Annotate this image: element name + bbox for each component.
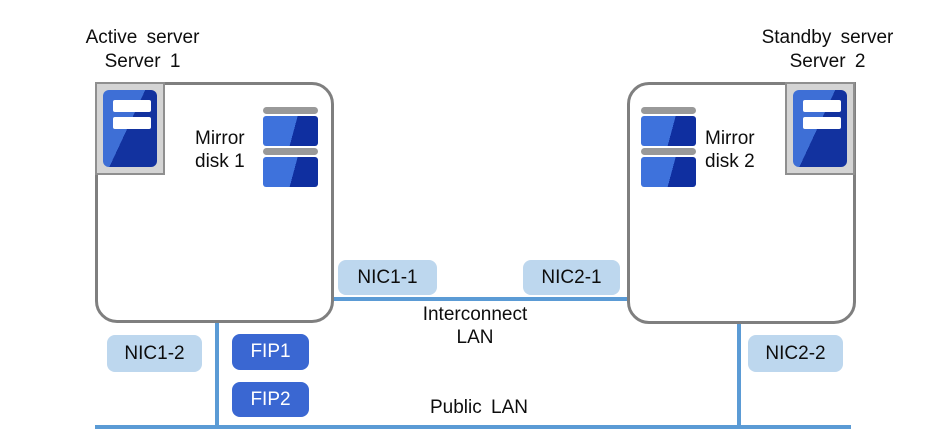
mirror-disk2-label-line1: Mirror xyxy=(705,128,755,149)
mirror-disk1-label: Mirror disk 1 xyxy=(195,127,261,173)
mirror-disk1-label-line1: Mirror xyxy=(195,128,245,149)
mirror-disk1-platter-2 xyxy=(263,157,318,187)
public-lan-line xyxy=(95,425,851,429)
server1-icon xyxy=(95,82,165,175)
mirror-disk2-label: Mirror disk 2 xyxy=(705,127,771,173)
mirror-disk2-cap-1 xyxy=(641,107,696,114)
server1-title: Active server Server 1 xyxy=(60,26,225,74)
server2-name-label: Server 2 xyxy=(789,51,866,72)
mirror-disk2-cap-2 xyxy=(641,148,696,155)
server2-role-label: Standby server xyxy=(761,27,894,48)
nic1-2-chip: NIC1-2 xyxy=(107,335,202,372)
interconnect-lan-label-line1: Interconnect xyxy=(422,304,528,325)
server2-icon-slot-1 xyxy=(803,100,841,112)
mirror-disk2-label-line2: disk 2 xyxy=(705,151,755,172)
fip2-label: FIP2 xyxy=(250,388,291,410)
nic1-2-label: NIC1-2 xyxy=(124,342,185,364)
server2-icon-slot-2 xyxy=(803,117,841,129)
mirror-disk1-icon xyxy=(263,107,318,187)
server2-icon-tower xyxy=(793,90,847,167)
server2-public-lan-link-line xyxy=(737,323,741,429)
fip2-chip: FIP2 xyxy=(232,382,309,417)
server1-role-label: Active server xyxy=(85,27,200,48)
nic1-1-label: NIC1-1 xyxy=(357,266,418,288)
server2-icon xyxy=(785,82,855,175)
public-lan-label-text: Public LAN xyxy=(430,397,528,418)
public-lan-label: Public LAN xyxy=(414,396,544,419)
server1-name-label: Server 1 xyxy=(104,51,181,72)
fip1-chip: FIP1 xyxy=(232,334,309,370)
nic2-2-label: NIC2-2 xyxy=(765,342,826,364)
server2-title: Standby server Server 2 xyxy=(745,26,910,74)
mirror-disk2-platter-2 xyxy=(641,157,696,187)
nic2-2-chip: NIC2-2 xyxy=(748,335,843,372)
interconnect-lan-line xyxy=(334,297,627,301)
mirror-disk1-cap-1 xyxy=(263,107,318,114)
server1-public-lan-link-line xyxy=(215,322,219,429)
fip1-label: FIP1 xyxy=(250,341,291,362)
nic2-1-chip: NIC2-1 xyxy=(523,260,620,295)
mirror-disk1-label-line2: disk 1 xyxy=(195,151,245,172)
interconnect-lan-label: Interconnect LAN xyxy=(405,303,545,349)
server1-icon-slot-1 xyxy=(113,100,151,112)
server1-icon-slot-2 xyxy=(113,117,151,129)
nic2-1-label: NIC2-1 xyxy=(541,266,602,288)
mirror-disk2-icon xyxy=(641,107,696,187)
mirror-disk1-platter-1 xyxy=(263,116,318,146)
mirror-disk1-cap-2 xyxy=(263,148,318,155)
mirror-disk2-platter-1 xyxy=(641,116,696,146)
interconnect-lan-label-line2: LAN xyxy=(456,327,494,348)
nic1-1-chip: NIC1-1 xyxy=(338,260,437,295)
server1-icon-tower xyxy=(103,90,157,167)
